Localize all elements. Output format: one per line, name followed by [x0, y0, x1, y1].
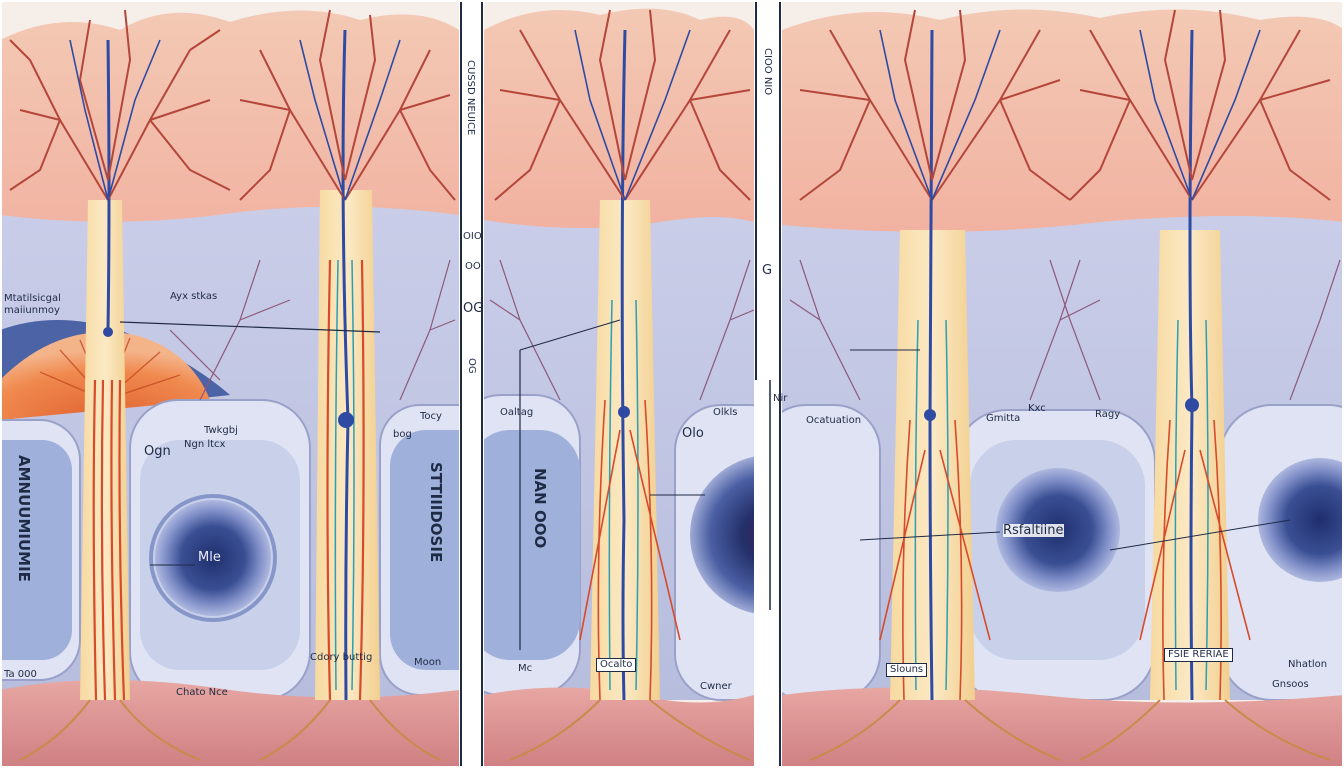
panel-1 [0, 9, 459, 768]
label-p1-right-a: bog [393, 429, 412, 440]
label-p2-tag: Ocalto [596, 658, 637, 672]
label-p3-tag-b: FSIE RERIAE [1164, 648, 1233, 662]
label-p3-bottom-b: Gnsoos [1272, 679, 1309, 690]
label-p1-right-b: Tocy [420, 411, 442, 422]
label-strip1-c: OG [463, 301, 484, 316]
label-p1-mid-small: Ayx stkas [170, 291, 218, 302]
label-p1-cell-c: Ngn ltcx [184, 439, 226, 450]
label-strip1-top: CUSSD NEUICE [465, 60, 476, 136]
label-strip2-top: CIOO NIO [762, 48, 773, 96]
label-p3-cell-a: Gmitta [986, 413, 1021, 424]
label-p3-top-b: Ocatuation [806, 415, 862, 426]
label-p2-vertical: NAN OOO [531, 468, 549, 549]
label-p1-bottom-c: Chato Nce [176, 687, 228, 698]
label-p1-bottom-d: Ta 000 [4, 669, 37, 680]
label-p3-top-a: Nir [773, 393, 788, 404]
label-strip2-c: G [762, 263, 773, 278]
label-p1-cell-a: Ogn [144, 444, 171, 459]
label-p2-bottom-b: Cwner [700, 681, 732, 692]
label-p3-cell-b: Kxc [1028, 403, 1046, 414]
label-p2-top: Olkls [713, 407, 738, 418]
label-p3-tag-a: Slouns [886, 663, 928, 677]
label-p1-vertical-left: AMNUUMIUMIE [15, 455, 33, 582]
label-p1-left-sub: maiiunmoy [4, 305, 60, 316]
divider-strip-1 [459, 0, 484, 768]
label-strip1-b: OO [465, 261, 481, 272]
label-p1-vertical-right: STTIIIDOSIE [427, 462, 445, 563]
panel-2 [484, 8, 754, 768]
label-p2-cell-b: Olo [682, 426, 704, 441]
label-p3-bottom-a: Nhatlon [1288, 659, 1328, 670]
label-p1-left-top: Mtatilsicgal [4, 293, 61, 304]
label-p1-nucleus: Mle [198, 550, 221, 565]
label-p1-cell-b: Twkgbj [204, 425, 238, 436]
label-p2-bottom-a: Mc [518, 663, 533, 674]
label-p1-bottom-b: Moon [414, 657, 442, 668]
label-p1-bottom-a: Cdory buttig [310, 652, 373, 663]
divider-strip-2 [754, 0, 782, 768]
label-p3-center: Rsfaltiine [1003, 523, 1064, 538]
label-p2-cell-a: Oaltag [500, 407, 534, 418]
label-strip1-a: OIO [463, 231, 482, 242]
label-p3-cell-c: Ragy [1095, 409, 1121, 420]
label-strip1-bottom: OG [466, 358, 477, 374]
panel-3 [782, 9, 1344, 768]
